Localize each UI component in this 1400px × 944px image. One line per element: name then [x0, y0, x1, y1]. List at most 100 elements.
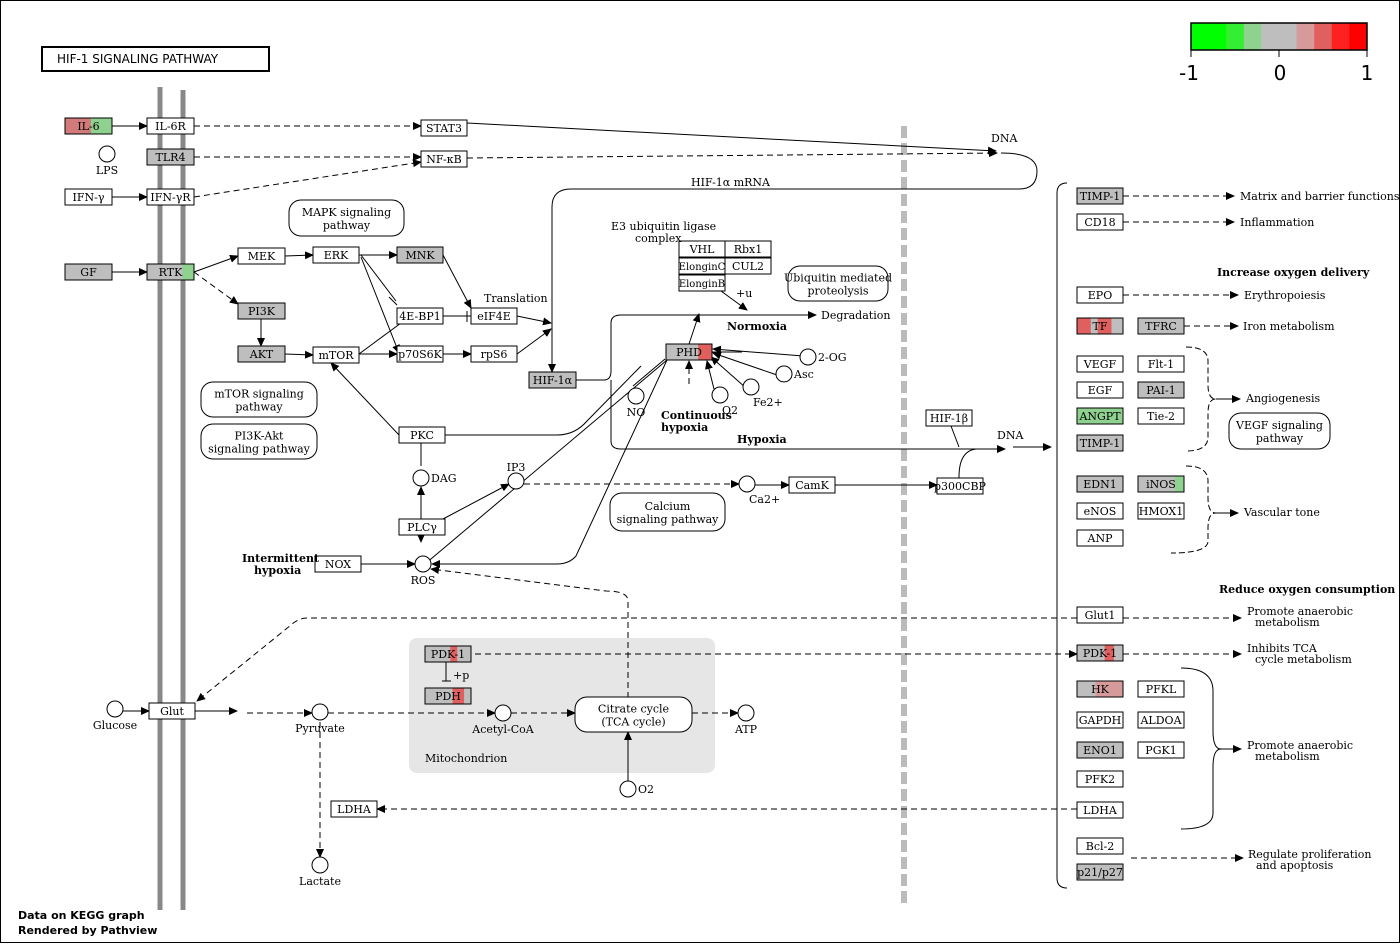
compound-o2a[interactable]: O2: [711, 386, 738, 417]
gene-flt1[interactable]: Flt-1: [1137, 355, 1185, 373]
gene-vhl[interactable]: VHL: [678, 240, 726, 258]
gene-box: [1076, 863, 1124, 881]
gene-pgk1[interactable]: PGK1: [1137, 741, 1185, 759]
compound-lactate[interactable]: Lactate: [299, 856, 341, 888]
gene-nox[interactable]: NOX: [314, 555, 362, 573]
gene-angpt[interactable]: ANGPT: [1076, 407, 1124, 425]
compound-pyruvate[interactable]: Pyruvate: [295, 703, 345, 735]
gene-il6r[interactable]: IL-6R: [146, 117, 195, 135]
label-inflammation: Inflammation: [1240, 216, 1314, 229]
gene-phd[interactable]: PHD: [665, 343, 713, 361]
gene-pfk2[interactable]: PFK2: [1076, 770, 1124, 788]
gene-glut[interactable]: Glut: [148, 702, 196, 720]
gene-rbx1[interactable]: Rbx1: [724, 240, 772, 258]
gene-egf[interactable]: EGF: [1076, 381, 1124, 399]
gene-ifny[interactable]: IFN-γ: [64, 188, 113, 206]
compound-lps[interactable]: LPS: [96, 145, 118, 177]
gene-camk[interactable]: CamK: [788, 476, 836, 494]
gene-tlr4[interactable]: TLR4: [146, 148, 195, 166]
gene-color-segment: [1095, 681, 1124, 697]
gene-akt[interactable]: AKT: [237, 345, 286, 363]
compound-o2b[interactable]: O2: [619, 780, 654, 798]
gene-edn1[interactable]: EDN1: [1076, 475, 1124, 493]
edge: [516, 328, 552, 355]
compound-dag[interactable]: DAG: [412, 469, 457, 487]
compound-no[interactable]: NO: [627, 387, 646, 419]
gene-pfkl[interactable]: PFKL: [1137, 680, 1185, 698]
gene-timp1b[interactable]: TIMP-1: [1076, 434, 1124, 452]
gene-label: LDHA: [1083, 804, 1118, 817]
gene-hk[interactable]: HK: [1076, 680, 1124, 698]
gene-eif4e[interactable]: eIF4E: [470, 307, 518, 325]
gene-il6[interactable]: IL-6: [64, 117, 113, 135]
gene-pi3k[interactable]: PI3K: [237, 302, 286, 320]
gene-box: [1076, 317, 1124, 335]
gene-hmox1[interactable]: HMOX1: [1137, 502, 1185, 520]
gene-anp[interactable]: ANP: [1076, 529, 1124, 547]
gene-plcy[interactable]: PLCγ: [398, 518, 446, 536]
gene-gf[interactable]: GF: [64, 263, 113, 281]
gene-tfrc[interactable]: TFRC: [1137, 317, 1185, 335]
gene-stat3[interactable]: STAT3: [420, 119, 468, 137]
gene-gapdh[interactable]: GAPDH: [1076, 711, 1124, 729]
gene-aldoa[interactable]: ALDOA: [1137, 711, 1185, 729]
gene-ldham[interactable]: LDHA: [330, 800, 378, 818]
map-tca[interactable]: Citrate cycle(TCA cycle): [574, 696, 693, 733]
compound-asc[interactable]: Asc: [775, 365, 814, 383]
compound-glucose[interactable]: Glucose: [93, 700, 137, 732]
gene-vegf[interactable]: VEGF: [1076, 355, 1124, 373]
pathway-title: HIF-1 SIGNALING PATHWAY: [41, 46, 270, 72]
gene-label: PI3K: [248, 305, 276, 318]
gene-rps6[interactable]: rpS6: [470, 345, 518, 363]
gene-eno1[interactable]: ENO1: [1076, 741, 1124, 759]
gene-hif1a[interactable]: HIF-1α: [528, 371, 577, 389]
gene-pdh[interactable]: PDH: [424, 687, 472, 705]
gene-pdk1m[interactable]: PDK-1: [424, 645, 472, 663]
compound-ros[interactable]: ROS: [411, 555, 436, 587]
compound-atp[interactable]: ATP: [734, 704, 758, 736]
compound-ca[interactable]: Ca2+: [738, 475, 780, 506]
compound-fe[interactable]: Fe2+: [742, 378, 783, 409]
gene-elonginc[interactable]: ElonginC: [678, 257, 726, 275]
gene-p21p27[interactable]: p21/p27: [1076, 863, 1124, 881]
gene-pai1[interactable]: PAI-1: [1137, 381, 1185, 399]
gene-4ebp1[interactable]: 4E-BP1: [396, 307, 444, 325]
gene-tie2[interactable]: Tie-2: [1137, 407, 1185, 425]
gene-pdk1r[interactable]: PDK-1: [1076, 644, 1124, 662]
gene-bcl2[interactable]: Bcl-2: [1076, 837, 1124, 855]
gene-nfkb[interactable]: NF-κB: [420, 150, 468, 168]
gene-epo[interactable]: EPO: [1076, 286, 1124, 304]
compound-acetylcoa[interactable]: Acetyl-CoA: [471, 704, 535, 736]
gene-label: MEK: [248, 250, 276, 263]
gene-mtor[interactable]: mTOR: [312, 346, 360, 364]
gene-mnk[interactable]: MNK: [396, 246, 444, 264]
gene-rtk[interactable]: RTK: [146, 263, 195, 281]
gene-ifnyr[interactable]: IFN-γR: [146, 188, 195, 206]
edge: [710, 356, 747, 389]
gene-hif1b[interactable]: HIF-1β: [925, 409, 973, 427]
gene-cul2[interactable]: CUL2: [724, 257, 772, 275]
gene-ldhar[interactable]: LDHA: [1076, 801, 1124, 819]
compound-og[interactable]: 2-OG: [799, 348, 847, 366]
gene-box: [1076, 529, 1124, 547]
gene-p300cbp[interactable]: p300CBP: [934, 477, 987, 495]
compound-ip3[interactable]: IP3: [507, 461, 526, 490]
gene-glut1[interactable]: Glut1: [1076, 606, 1124, 624]
gene-erk[interactable]: ERK: [312, 246, 360, 264]
gene-elonginb[interactable]: ElonginB: [678, 274, 726, 292]
gene-p70s6k[interactable]: p70S6K: [396, 345, 444, 363]
gene-tf[interactable]: TF: [1076, 317, 1124, 335]
gene-pkc[interactable]: PKC: [398, 426, 446, 444]
gene-inos[interactable]: iNOS: [1137, 475, 1185, 493]
gene-timp1a[interactable]: TIMP-1: [1076, 187, 1124, 205]
gene-enos[interactable]: eNOS: [1076, 502, 1124, 520]
gene-cd18[interactable]: CD18: [1076, 213, 1124, 231]
gene-mek[interactable]: MEK: [237, 247, 286, 265]
